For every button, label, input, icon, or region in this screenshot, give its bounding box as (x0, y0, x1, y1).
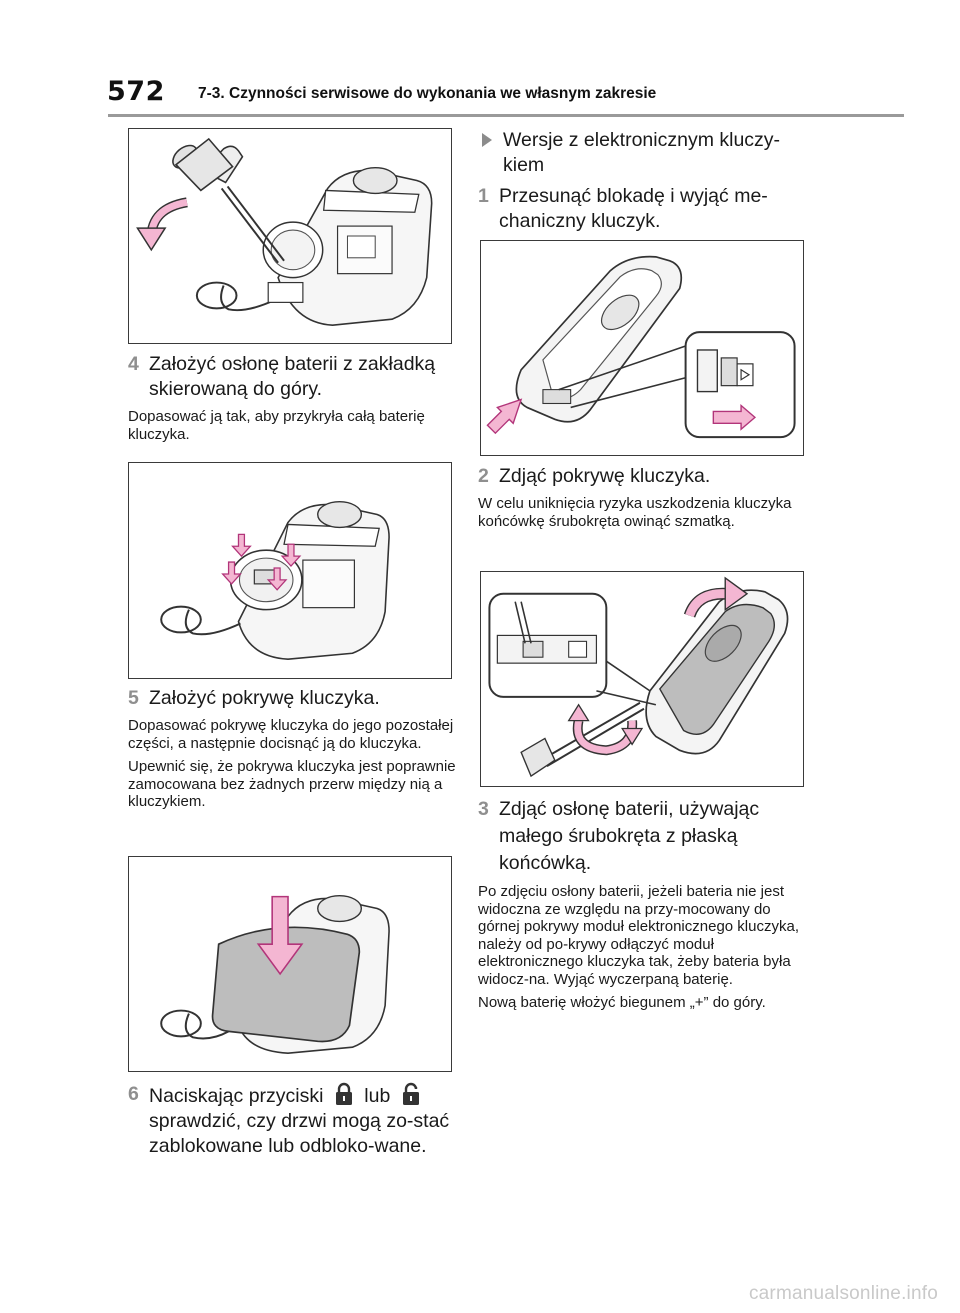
figure-release-mechanical-key (480, 240, 804, 456)
step-number: 3 (478, 798, 489, 820)
step-5-block: 5 Założyć pokrywę kluczyka. Dopasować po… (128, 686, 458, 811)
step-4-block: 4 Założyć osłonę baterii z zakładką skie… (128, 352, 458, 443)
step-instruction-part: sprawdzić, czy drzwi mogą zo-stać zablok… (149, 1110, 450, 1157)
step-number: 6 (128, 1083, 139, 1105)
step-number: 4 (128, 353, 139, 375)
header-divider (108, 114, 904, 117)
step-number: 5 (128, 687, 139, 709)
step-3-block: 3 Zdjąć osłonę baterii, używając małego … (478, 796, 808, 1012)
illustration-battery-cover (160, 500, 390, 660)
step-number: 1 (478, 185, 489, 207)
step-note: Dopasować ją tak, aby przykryła całą bat… (128, 408, 425, 443)
illustration-slide-lock (486, 255, 796, 439)
step-note: Nową baterię włożyć biegunem „+” do góry… (478, 994, 766, 1011)
lock-closed-icon (335, 1082, 352, 1105)
figure-key-cover (128, 856, 452, 1072)
bullet-triangle-icon (482, 133, 492, 147)
step-instruction: Zdjąć osłonę baterii, używając małego śr… (499, 798, 760, 874)
step-instruction-part: Naciskając przyciski (149, 1085, 324, 1107)
illustration-pry-battery (136, 137, 433, 326)
footer-watermark: carmanualsonline.info (748, 1283, 938, 1304)
step-note: Po zdjęciu osłony baterii, jeżeli bateri… (478, 883, 799, 988)
step-note: Upewnić się, że pokrywa kluczyka jest po… (128, 758, 456, 810)
step-note: Dopasować pokrywę kluczyka do jego pozos… (128, 717, 454, 752)
step-6-block: 6 Naciskając przyciski lub sprawdzić, cz… (128, 1082, 458, 1159)
step-note: W celu uniknięcia ryzyka uszkodzenia klu… (478, 495, 792, 530)
step-instruction: Zdjąć pokrywę kluczyka. (499, 465, 711, 487)
figure-remove-battery (128, 128, 452, 344)
step-instruction: Założyć osłonę baterii z zakładką skiero… (149, 353, 436, 400)
figure-battery-cover (128, 462, 452, 679)
step-instruction: Przesunąć blokadę i wyjąć me-chaniczny k… (499, 185, 768, 232)
illustration-pry-key-cover (488, 576, 789, 778)
step-2-block: 2 Zdjąć pokrywę kluczyka. W celu uniknię… (478, 464, 808, 530)
lock-open-icon (402, 1082, 419, 1105)
step-number: 2 (478, 465, 489, 487)
step-instruction: Założyć pokrywę kluczyka. (149, 687, 380, 709)
page-number: 572 (107, 76, 165, 107)
illustration-key-cover (160, 894, 390, 1054)
electronic-key-section: Wersje z elektronicznym kluczy-kiem 1 Pr… (478, 128, 808, 234)
section-title: 7-3. Czynności serwisowe do wykonania we… (198, 85, 657, 102)
section-heading: Wersje z elektronicznym kluczy-kiem (503, 129, 781, 176)
figure-remove-key-cover (480, 571, 804, 787)
step-instruction-part: lub (364, 1085, 391, 1107)
